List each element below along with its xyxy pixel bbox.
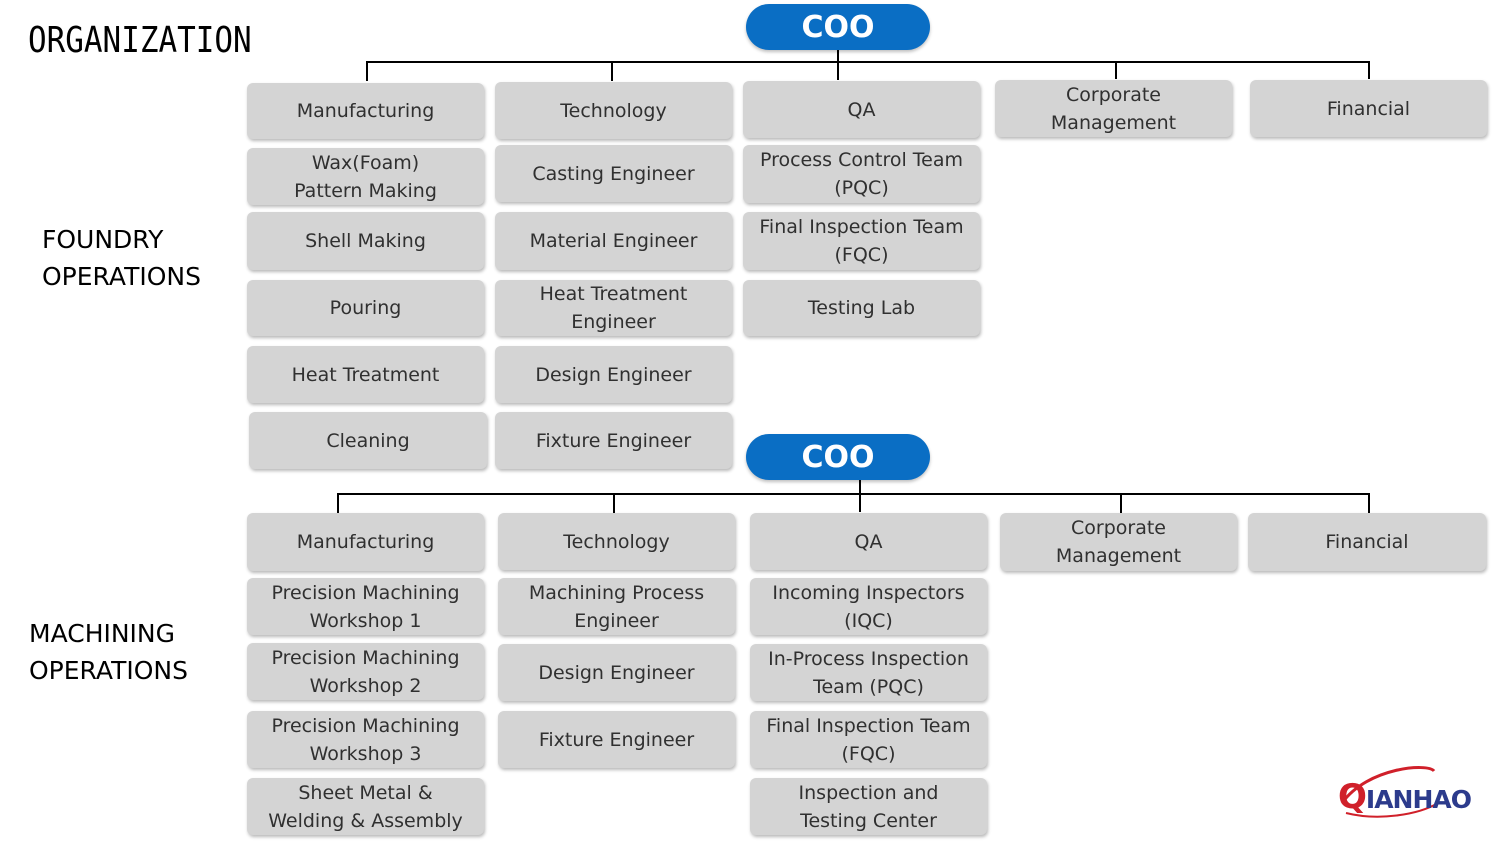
machining-dept-technology: Technology [498, 513, 735, 570]
foundry-drop-manufacturing [366, 61, 368, 81]
machining-unit-iqc: Incoming Inspectors (IQC) [750, 578, 987, 635]
foundry-drop-technology [611, 61, 613, 81]
machining-unit-testing-center: Inspection and Testing Center [750, 778, 987, 835]
machining-unit-design-engineer: Design Engineer [498, 644, 735, 701]
page-title: ORGANIZATION [28, 20, 252, 61]
foundry-label-line1: FOUNDRY [42, 225, 164, 254]
foundry-dept-qa: QA [743, 81, 980, 138]
foundry-unit-heat-treatment-engineer: Heat Treatment Engineer [495, 280, 732, 336]
foundry-unit-fixture-engineer: Fixture Engineer [495, 412, 732, 469]
machining-unit-workshop-3: Precision Machining Workshop 3 [247, 711, 484, 768]
foundry-dept-technology: Technology [495, 82, 732, 139]
machining-dept-qa: QA [750, 513, 987, 570]
machining-label-line2: OPERATIONS [29, 656, 188, 685]
machining-drop-financial [1368, 493, 1370, 513]
foundry-unit-fqc: Final Inspection Team (FQC) [743, 212, 980, 270]
machining-unit-workshop-2: Precision Machining Workshop 2 [247, 643, 484, 700]
foundry-unit-heat-treatment: Heat Treatment [247, 346, 484, 403]
logo-rest: IANHAO [1365, 785, 1472, 814]
machining-coo-node: COO [746, 434, 930, 480]
machining-unit-fixture-engineer: Fixture Engineer [498, 711, 735, 768]
logo-swoosh-icon [1340, 766, 1439, 818]
foundry-unit-cleaning: Cleaning [249, 412, 487, 469]
machining-unit-pqc: In-Process Inspection Team (PQC) [750, 644, 987, 701]
company-logo: QIANHAO [1338, 763, 1484, 823]
foundry-label-line2: OPERATIONS [42, 262, 201, 291]
machining-unit-workshop-1: Precision Machining Workshop 1 [247, 578, 484, 635]
machining-dept-financial: Financial [1248, 513, 1486, 571]
foundry-unit-pqc: Process Control Team (PQC) [743, 145, 980, 203]
foundry-drop-financial [1368, 61, 1370, 79]
foundry-unit-wax-pattern-making: Wax(Foam) Pattern Making [247, 148, 484, 205]
foundry-section-label: FOUNDRY OPERATIONS [42, 221, 201, 295]
machining-dept-manufacturing: Manufacturing [247, 513, 484, 571]
foundry-bus-line [366, 61, 1370, 63]
machining-drop-technology [613, 493, 615, 513]
machining-unit-process-engineer: Machining Process Engineer [498, 578, 735, 635]
foundry-unit-shell-making: Shell Making [247, 212, 484, 270]
foundry-dept-manufacturing: Manufacturing [247, 83, 484, 139]
machining-bus-line [337, 493, 1370, 495]
foundry-coo-node: COO [746, 4, 930, 50]
foundry-unit-pouring: Pouring [247, 280, 484, 336]
foundry-unit-design-engineer: Design Engineer [495, 346, 732, 403]
foundry-unit-testing-lab: Testing Lab [743, 280, 980, 336]
machining-dept-corporate-management: Corporate Management [1000, 513, 1237, 571]
foundry-unit-material-engineer: Material Engineer [495, 212, 732, 270]
foundry-unit-casting-engineer: Casting Engineer [495, 145, 732, 202]
foundry-drop-corporate [1115, 61, 1117, 79]
foundry-coo-stem [837, 50, 839, 80]
machining-section-label: MACHINING OPERATIONS [29, 615, 188, 689]
machining-drop-corporate [1120, 493, 1122, 513]
foundry-dept-financial: Financial [1250, 80, 1487, 137]
foundry-dept-corporate-management: Corporate Management [995, 80, 1232, 137]
machining-unit-sheet-metal: Sheet Metal & Welding & Assembly [247, 778, 484, 835]
machining-drop-manufacturing [337, 493, 339, 513]
machining-label-line1: MACHINING [29, 619, 176, 648]
machining-coo-stem [859, 480, 861, 512]
logo-initial: Q [1338, 777, 1367, 817]
logo-wordmark: QIANHAO [1338, 777, 1472, 817]
machining-unit-fqc: Final Inspection Team (FQC) [750, 711, 987, 768]
